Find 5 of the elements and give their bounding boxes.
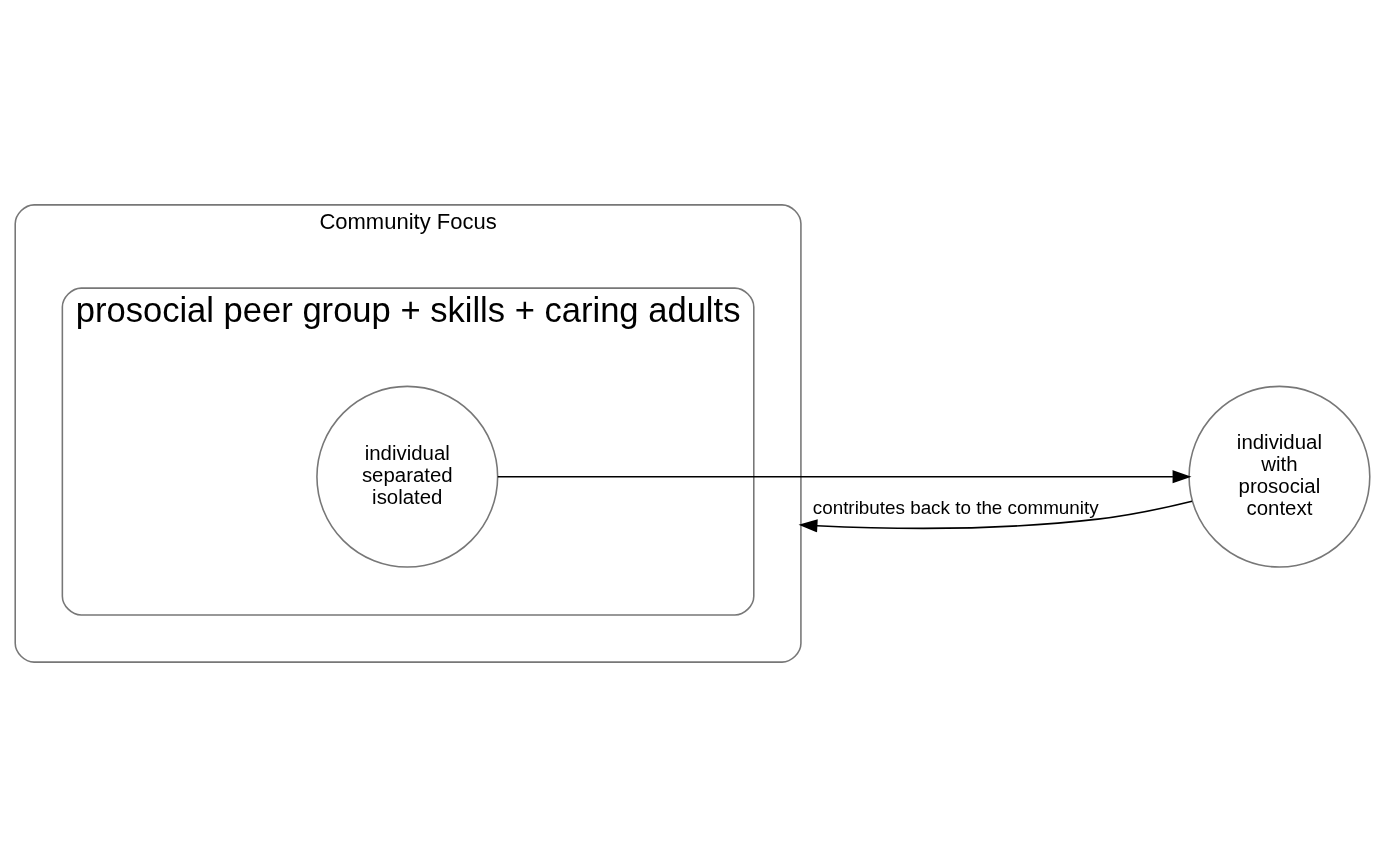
arrow — [798, 499, 1193, 532]
node-circle: individual separated isolated — [316, 385, 499, 568]
node-circle: individual with prosocial context — [1188, 385, 1371, 568]
arrow — [497, 469, 1192, 483]
edge-label: contributes back to the community — [812, 496, 1099, 518]
